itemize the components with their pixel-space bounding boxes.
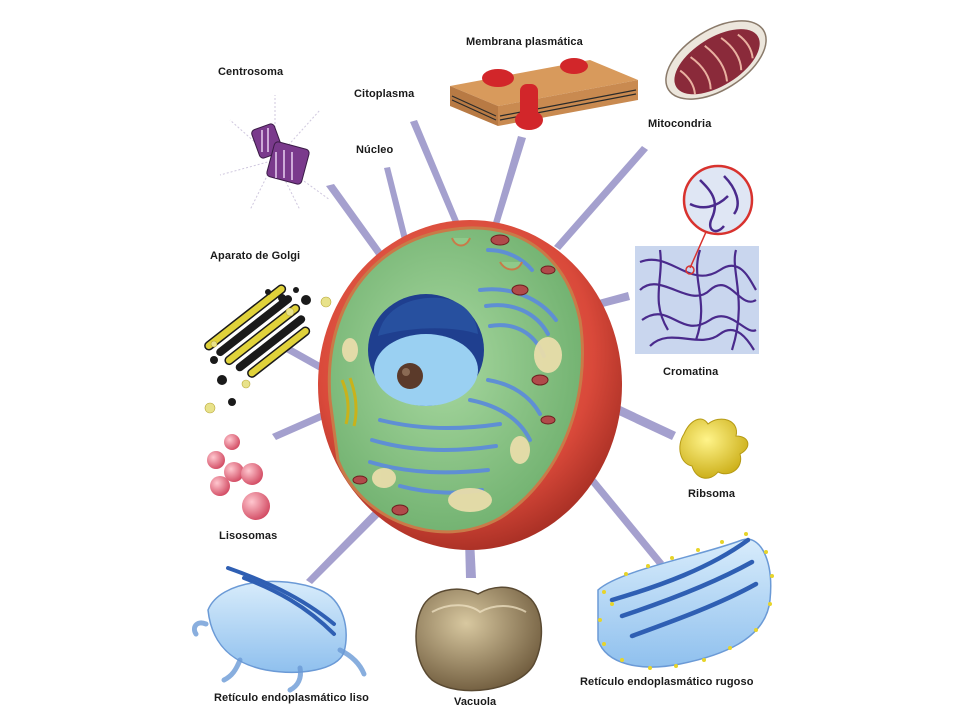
chromatin-illustration	[635, 164, 759, 354]
label-vacuola: Vacuola	[454, 696, 497, 708]
cell	[318, 220, 622, 550]
label-aparato-de-golgi: Aparato de Golgi	[210, 250, 301, 262]
label-centrosoma: Centrosoma	[218, 66, 284, 78]
label-mitocondria: Mitocondria	[648, 118, 712, 130]
ribosome-illustration	[679, 418, 749, 479]
membrane-pits	[451, 237, 523, 271]
label-citoplasma: Citoplasma	[354, 88, 415, 100]
label-cromatina: Cromatina	[663, 366, 719, 378]
golgi-small	[340, 377, 358, 427]
label-membrana-plasmatica: Membrana plasmática	[466, 36, 583, 48]
mitochondria-small	[352, 234, 556, 516]
vacuoles	[342, 337, 562, 512]
mitochondrion-illustration	[665, 20, 767, 100]
pointer-citoplasma	[410, 120, 462, 230]
pointer-rel	[306, 500, 390, 584]
smooth-er-illustration	[191, 566, 367, 693]
pointer-membrana	[492, 136, 526, 228]
pointer-centrosoma	[326, 184, 390, 266]
label-reticulo-liso: Retículo endoplasmático liso	[214, 692, 369, 704]
lysosome-illustration	[207, 434, 270, 520]
rough-er-illustration	[597, 532, 774, 670]
label-nucleo: Núcleo	[356, 144, 394, 156]
label-reticulo-rugoso: Retículo endoplasmático rugoso	[580, 676, 754, 688]
pointer-lisosomas	[272, 412, 326, 440]
nucleolus	[397, 363, 423, 389]
pointer-mitocondria	[554, 146, 648, 250]
membrane-illustration	[450, 58, 638, 130]
label-ribosoma: Ribsoma	[688, 488, 736, 500]
vacuole-illustration	[415, 586, 543, 692]
label-lisosomas: Lisosomas	[219, 530, 278, 542]
nucleus	[368, 294, 484, 406]
centrosome-illustration	[219, 95, 331, 211]
golgi-illustration	[204, 284, 332, 414]
